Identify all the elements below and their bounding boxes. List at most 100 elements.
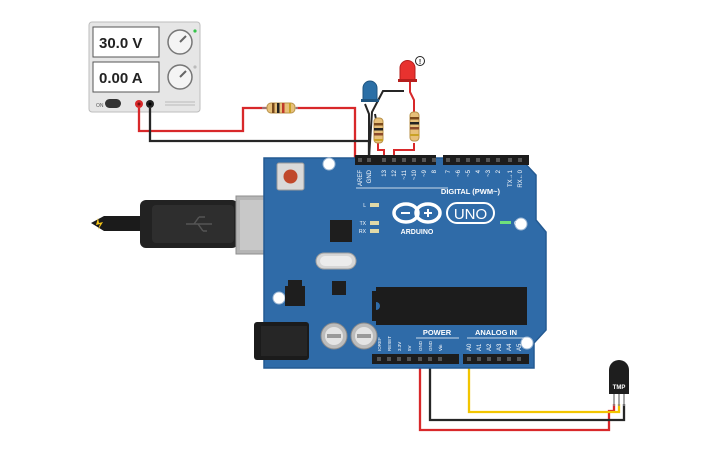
analog-header-label: ANALOG IN (475, 328, 517, 337)
mounting-hole (520, 336, 534, 350)
led-rx (370, 229, 379, 233)
pin-label: 4 (476, 169, 482, 173)
header-pin[interactable] (518, 158, 522, 162)
power-header (372, 354, 459, 364)
wire-resistor-to-pin13[interactable] (377, 143, 385, 158)
arduino-logo (392, 202, 442, 224)
pin-label: GND (428, 340, 433, 351)
current-knob[interactable] (167, 64, 193, 90)
wire-resistor-to-pin12[interactable] (393, 143, 415, 158)
pin-label: 12 (392, 169, 398, 176)
pin-label: A3 (497, 343, 503, 351)
voltage-display (92, 26, 160, 58)
header-pin[interactable] (438, 357, 442, 361)
usb-icon (186, 216, 212, 232)
header-pin[interactable] (422, 158, 426, 162)
temperature-sensor[interactable]: TMP (609, 360, 629, 406)
header-pin[interactable] (428, 357, 432, 361)
pin-label: TX→1 (508, 169, 514, 187)
header-pin[interactable] (496, 158, 500, 162)
header-pin[interactable] (367, 158, 371, 162)
cc-indicator-led (193, 65, 197, 69)
mounting-hole (514, 217, 528, 231)
resistor-vertical-blue-led[interactable] (373, 117, 384, 144)
header-pin[interactable] (387, 357, 391, 361)
pin-label: IOREF (377, 337, 382, 351)
header-pin[interactable] (477, 357, 481, 361)
current-readout: 0.00 A (99, 70, 143, 87)
bolt-icon (96, 218, 103, 230)
header-pin[interactable] (466, 158, 470, 162)
header-pin[interactable] (507, 357, 511, 361)
capacitor (350, 322, 378, 350)
pin-label: AREF (358, 170, 364, 186)
pin-label: ~11 (402, 169, 408, 179)
power-switch[interactable] (105, 99, 121, 108)
wire-a0-to-sensor[interactable] (467, 359, 621, 414)
pin-label: A2 (487, 343, 493, 351)
model-label: UNO (454, 206, 487, 223)
led-l (370, 203, 379, 207)
wire-resistor-to-aref[interactable] (296, 106, 357, 158)
power-supply[interactable]: 30.0 V 0.00 A ON (88, 21, 201, 113)
header-pin[interactable] (476, 158, 480, 162)
led-label-tx: TX (360, 221, 367, 227)
header-pin[interactable] (508, 158, 512, 162)
header-pin[interactable] (432, 158, 436, 162)
mounting-hole (322, 157, 336, 171)
resistor-horizontal[interactable] (262, 102, 298, 114)
header-pin[interactable] (446, 158, 450, 162)
pin-label: RX←0 (518, 169, 524, 187)
header-pin[interactable] (456, 158, 460, 162)
power-switch-label: ON (96, 103, 104, 109)
red-led[interactable] (398, 60, 417, 82)
brand-label: ARDUINO (401, 229, 434, 236)
header-pin[interactable] (486, 158, 490, 162)
blue-led[interactable] (361, 80, 379, 102)
pin-label: 7 (446, 169, 452, 173)
pin-label: 8 (432, 169, 438, 173)
pin-label: RESET (387, 336, 392, 351)
wire-gnd-to-sensor[interactable] (428, 359, 626, 422)
current-display (92, 61, 160, 93)
wire-supply-positive[interactable] (137, 106, 267, 133)
warning-icon[interactable]: ! (415, 56, 425, 66)
header-pin[interactable] (377, 357, 381, 361)
pin-label: GND (418, 340, 423, 351)
header-pin[interactable] (487, 357, 491, 361)
voltage-readout: 30.0 V (99, 35, 142, 52)
pin-label: A1 (477, 343, 483, 351)
pin-label: ~10 (412, 169, 418, 180)
led-label-rx: RX (359, 229, 367, 235)
small-chip (332, 281, 346, 295)
pin-label: GND (367, 169, 373, 183)
header-pin[interactable] (402, 158, 406, 162)
voltage-regulator (285, 280, 305, 306)
sensor-label: TMP (613, 385, 626, 391)
bottom-pin-holes (377, 357, 521, 361)
header-pin[interactable] (397, 357, 401, 361)
wire-supply-negative[interactable] (148, 108, 371, 158)
voltage-knob[interactable] (167, 29, 193, 55)
header-pin[interactable] (467, 357, 471, 361)
resistor-vertical-red-led[interactable] (409, 111, 420, 142)
header-pin[interactable] (392, 158, 396, 162)
header-pin[interactable] (517, 357, 521, 361)
header-pin[interactable] (497, 357, 501, 361)
header-pin[interactable] (407, 357, 411, 361)
header-pin[interactable] (382, 158, 386, 162)
wire-blue-led-cathode[interactable] (364, 103, 370, 158)
header-pin[interactable] (418, 357, 422, 361)
wire-red-led-anode[interactable] (409, 82, 415, 112)
power-led (500, 221, 511, 224)
pin-label: A0 (467, 343, 473, 351)
pin-label: Vin (438, 344, 443, 351)
pin-label: 5V (407, 345, 412, 351)
reset-button[interactable] (276, 162, 305, 191)
header-pin[interactable] (358, 158, 362, 162)
header-pin[interactable] (412, 158, 416, 162)
